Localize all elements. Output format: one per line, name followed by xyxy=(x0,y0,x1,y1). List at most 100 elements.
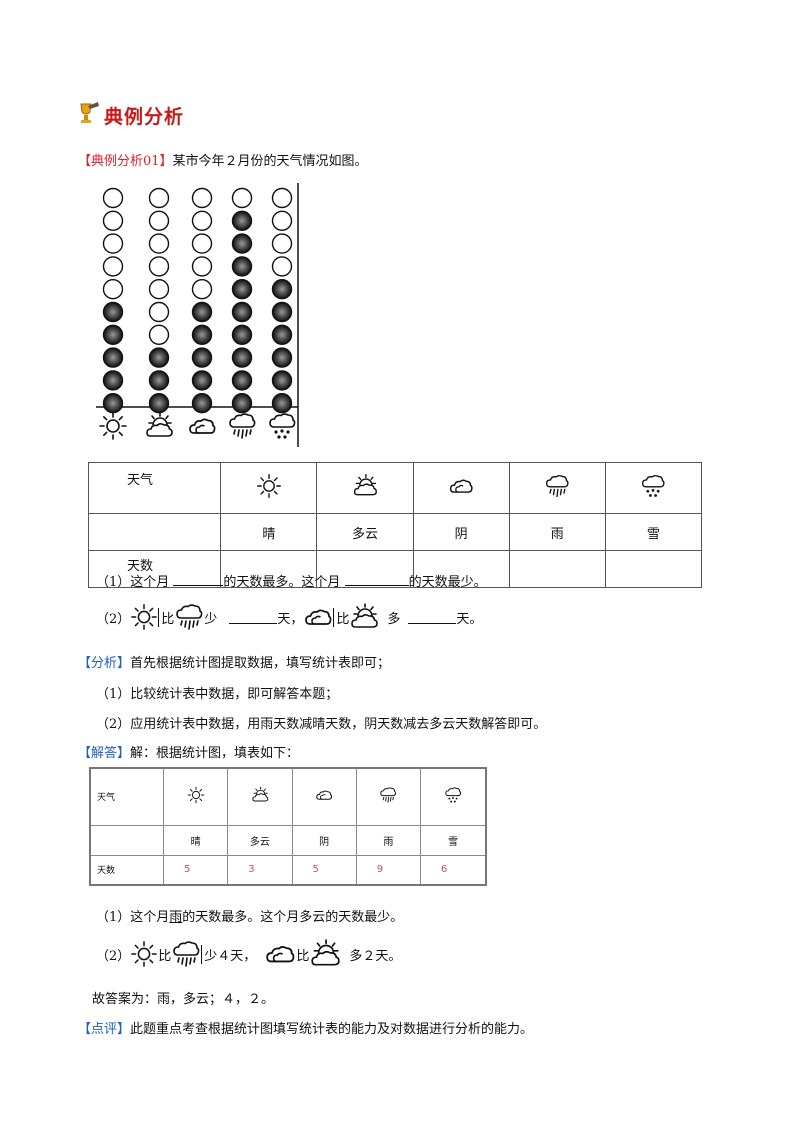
table-icon-cell xyxy=(220,462,318,514)
analysis-text: 首先根据统计图提取数据，填写统计表即可； xyxy=(130,656,391,671)
pictograph-day-filled xyxy=(231,301,253,323)
pictograph-day-filled xyxy=(191,370,213,391)
analysis-step-2: （2）应用统计表中数据，用雨天数减晴天数，阴天数减去多云天数解答即可。 xyxy=(96,717,547,732)
pictograph-day-empty xyxy=(102,278,124,300)
table-icon-cell xyxy=(355,767,422,826)
partly-cloudy-icon xyxy=(251,786,269,804)
table-days-cell xyxy=(604,550,703,588)
sun-icon xyxy=(130,603,158,631)
pictograph-day-filled xyxy=(102,324,124,346)
table-weather-name: 雪 xyxy=(604,513,703,551)
problem-text: 某市今年２月份的天气情况如图。 xyxy=(172,154,368,169)
heading-title: 典例分析 xyxy=(104,105,185,128)
pictograph-day-empty xyxy=(191,233,213,254)
analysis: 【分析】首先根据统计图提取数据，填写统计表即可； xyxy=(78,652,390,671)
pictograph-day-filled xyxy=(148,347,170,368)
table-days-cell xyxy=(508,550,606,588)
table-empty-cell xyxy=(89,824,164,856)
table-empty-cell xyxy=(87,513,222,551)
table-days-cell xyxy=(316,550,414,588)
pictograph-day-filled xyxy=(231,392,253,414)
pictograph-day-filled xyxy=(231,278,253,300)
pictograph-day-empty xyxy=(102,210,124,231)
pictograph-day-filled xyxy=(102,392,124,414)
cloudy-icon xyxy=(264,938,296,970)
pictograph-day-empty xyxy=(191,256,213,277)
q2-days-1: 天， xyxy=(277,611,304,627)
table-icon-cell xyxy=(604,462,703,514)
pictograph-day-filled xyxy=(271,347,293,368)
pictograph-day-filled xyxy=(102,370,124,391)
solution-text: 解：根据统计图，填表如下： xyxy=(130,746,300,761)
ans2-prefix: （2） xyxy=(96,948,131,964)
final-answer: 故答案为：雨，多云；４，２。 xyxy=(92,992,275,1007)
answer-2: （2） 比 少４天， 比 多２天。 xyxy=(96,938,401,970)
ans2-compare-2: 比 xyxy=(296,948,310,964)
pictograph-day-filled xyxy=(271,301,293,323)
pictograph-day-empty xyxy=(148,301,170,323)
ans2-less: 少４天， xyxy=(201,944,256,964)
pictograph-day-empty xyxy=(148,233,170,254)
pictograph-day-empty xyxy=(102,233,124,254)
rain-icon xyxy=(174,602,204,632)
table-icon-cell xyxy=(316,462,414,514)
ans1-prefix: （1）这个月 xyxy=(96,910,170,925)
problem-tag: 【典例分析01】 xyxy=(78,154,173,169)
pictograph-day-empty xyxy=(191,278,213,300)
section-heading: 典例分析 xyxy=(78,100,184,130)
pictograph-day-filled xyxy=(102,347,124,368)
ans1-rest: 的天数最多。这个月多云的天数最少。 xyxy=(182,910,404,925)
solution-days-value: 9 xyxy=(355,854,422,886)
pictograph-day-filled xyxy=(271,324,293,346)
solution-days-value: 6 xyxy=(420,854,487,886)
pictograph-day-filled xyxy=(102,301,124,323)
pictograph-day-filled xyxy=(191,324,213,346)
q1-suffix: 的天数最少。 xyxy=(408,575,487,590)
rain-icon xyxy=(229,413,256,439)
pictograph-day-empty xyxy=(271,256,293,277)
table-header-days: 天数 xyxy=(87,550,222,588)
weather-pictograph xyxy=(96,183,300,447)
q2-days-2: 天。 xyxy=(456,611,483,627)
sun-icon xyxy=(256,473,282,499)
table-weather-name: 阴 xyxy=(412,513,510,551)
pictograph-day-filled xyxy=(191,347,213,368)
pictograph-day-empty xyxy=(148,210,170,231)
q1-mid: 的天数最多。这个月 xyxy=(223,575,341,590)
solution-header-weather: 天气 xyxy=(89,767,164,826)
pictograph-day-filled xyxy=(231,324,253,346)
sun-icon xyxy=(130,940,158,968)
table-header-weather: 天气 xyxy=(87,462,222,514)
pictograph-day-filled xyxy=(231,233,253,254)
table-weather-name: 雨 xyxy=(508,513,606,551)
q1-blank-least xyxy=(344,573,409,586)
snow-icon xyxy=(444,786,462,804)
solution-header-days: 天数 xyxy=(89,854,164,886)
solution-tag: 【解答】 xyxy=(78,746,131,761)
q1-prefix: （1）这个月 xyxy=(96,575,170,590)
pictograph-day-filled xyxy=(231,347,253,368)
pictograph-day-empty xyxy=(148,256,170,277)
ans2-compare: 比 xyxy=(158,948,172,964)
partly-cloudy-icon xyxy=(352,473,378,499)
pictograph-day-empty xyxy=(271,187,293,209)
pictograph-day-empty xyxy=(271,233,293,254)
rain-icon xyxy=(544,473,570,499)
q2-less: 少 xyxy=(204,611,218,627)
solution-days-value: 3 xyxy=(227,854,293,886)
table-weather-name: 晴 xyxy=(220,513,318,551)
solution-days-value: 5 xyxy=(291,854,357,886)
q2-compare-2: 比 xyxy=(333,607,349,627)
pictograph-day-empty xyxy=(148,187,170,209)
pictograph-day-filled xyxy=(271,370,293,391)
solution-weather-name: 多云 xyxy=(227,824,293,856)
rain-icon xyxy=(171,939,201,969)
problem-statement: 【典例分析01】某市今年２月份的天气情况如图。 xyxy=(78,150,368,169)
blank-weather-table: 天气 晴 多云 阴 雨 雪 天数 xyxy=(87,462,703,588)
partly-cloudy-icon xyxy=(349,602,379,632)
table-weather-name: 多云 xyxy=(316,513,414,551)
solution: 【解答】解：根据统计图，填表如下： xyxy=(78,742,299,761)
rain-icon xyxy=(379,786,397,804)
pictograph-day-filled xyxy=(148,370,170,391)
pictograph-day-empty xyxy=(191,210,213,231)
